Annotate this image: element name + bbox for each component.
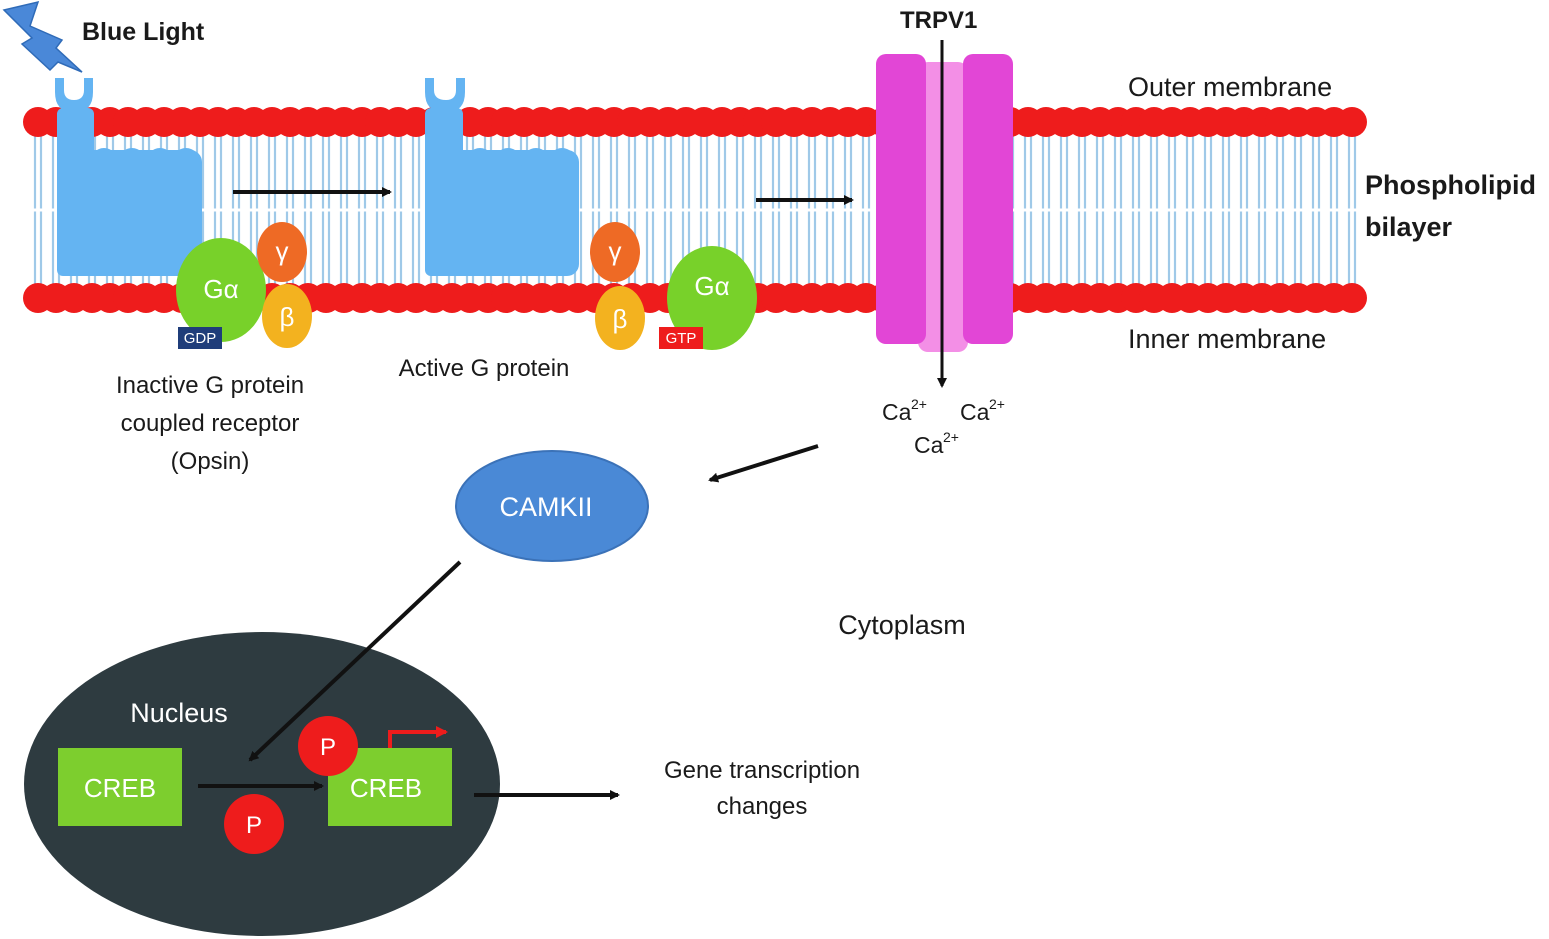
phosphate-bound-label: P (320, 734, 336, 761)
calcium-ion: Ca 2+ (882, 396, 927, 425)
g-alpha-label-active: Gα (694, 271, 729, 301)
phosphate-free-label: P (246, 812, 262, 839)
outer-membrane-heads (23, 107, 1367, 137)
svg-text:Ca: Ca (914, 432, 944, 458)
calcium-ion: Ca 2+ (960, 396, 1005, 425)
g-beta-subunit (595, 286, 645, 350)
gdp-badge (178, 327, 222, 349)
opsin-receptor-active (425, 78, 579, 276)
phospholipid-label: Phospholipid (1365, 170, 1536, 200)
opsin-receptor-inactive (55, 78, 202, 276)
svg-text:Ca: Ca (960, 399, 990, 425)
g-alpha-subunit (176, 238, 266, 342)
camkii-label: CAMKII (499, 492, 592, 522)
calcium-to-camkii-arrow (708, 444, 819, 483)
trpv1-channel (876, 54, 1013, 352)
svg-text:2+: 2+ (989, 396, 1005, 412)
g-gamma-subunit (590, 222, 640, 282)
creb-phosphorylated-label: CREB (350, 773, 422, 803)
g-beta-label: β (280, 302, 295, 332)
creb-box (58, 748, 182, 826)
blue-light-label: Blue Light (82, 18, 205, 46)
phosphate-bound (298, 716, 358, 776)
camkii-enzyme (455, 450, 649, 562)
outer-membrane-label: Outer membrane (1128, 72, 1332, 102)
inactive-receptor-label-1: Inactive G protein (116, 372, 304, 399)
gtp-badge (659, 327, 703, 349)
inactive-receptor-label-3: (Opsin) (171, 448, 250, 475)
g-protein-inactive (176, 222, 312, 349)
lightning-icon (2, 0, 83, 73)
gene-transcription-label-1: Gene transcription (664, 757, 860, 784)
g-alpha-subunit (667, 246, 757, 350)
creb-label: CREB (84, 773, 156, 803)
g-beta-subunit (262, 284, 312, 348)
gtp-label: GTP (666, 330, 697, 347)
inactive-receptor-label-2: coupled receptor (121, 410, 300, 437)
trpv1-label: TRPV1 (900, 7, 977, 34)
g-gamma-label: γ (276, 236, 289, 266)
active-g-protein-label: Active G protein (399, 355, 570, 382)
g-gamma-subunit (257, 222, 307, 282)
bilayer-label: bilayer (1365, 212, 1453, 242)
g-gamma-label-active: γ (609, 236, 622, 266)
lipid-head (1337, 107, 1367, 137)
g-beta-label-active: β (613, 304, 628, 334)
lipid-head (1337, 283, 1367, 313)
nucleus-label: Nucleus (130, 698, 228, 728)
svg-text:2+: 2+ (943, 429, 959, 445)
calcium-ion: Ca 2+ (914, 429, 959, 458)
gdp-label: GDP (184, 330, 217, 347)
svg-text:Ca: Ca (882, 399, 912, 425)
gene-transcription-label-2: changes (717, 793, 808, 820)
inner-membrane-label: Inner membrane (1128, 324, 1326, 354)
cytoplasm-label: Cytoplasm (838, 610, 966, 640)
camkii-to-creb-arrow (248, 560, 462, 762)
transcription-start-icon (388, 726, 448, 748)
svg-text:2+: 2+ (911, 396, 927, 412)
g-protein-active (590, 222, 757, 350)
phosphate-free (224, 794, 284, 854)
g-alpha-label: Gα (203, 274, 238, 304)
